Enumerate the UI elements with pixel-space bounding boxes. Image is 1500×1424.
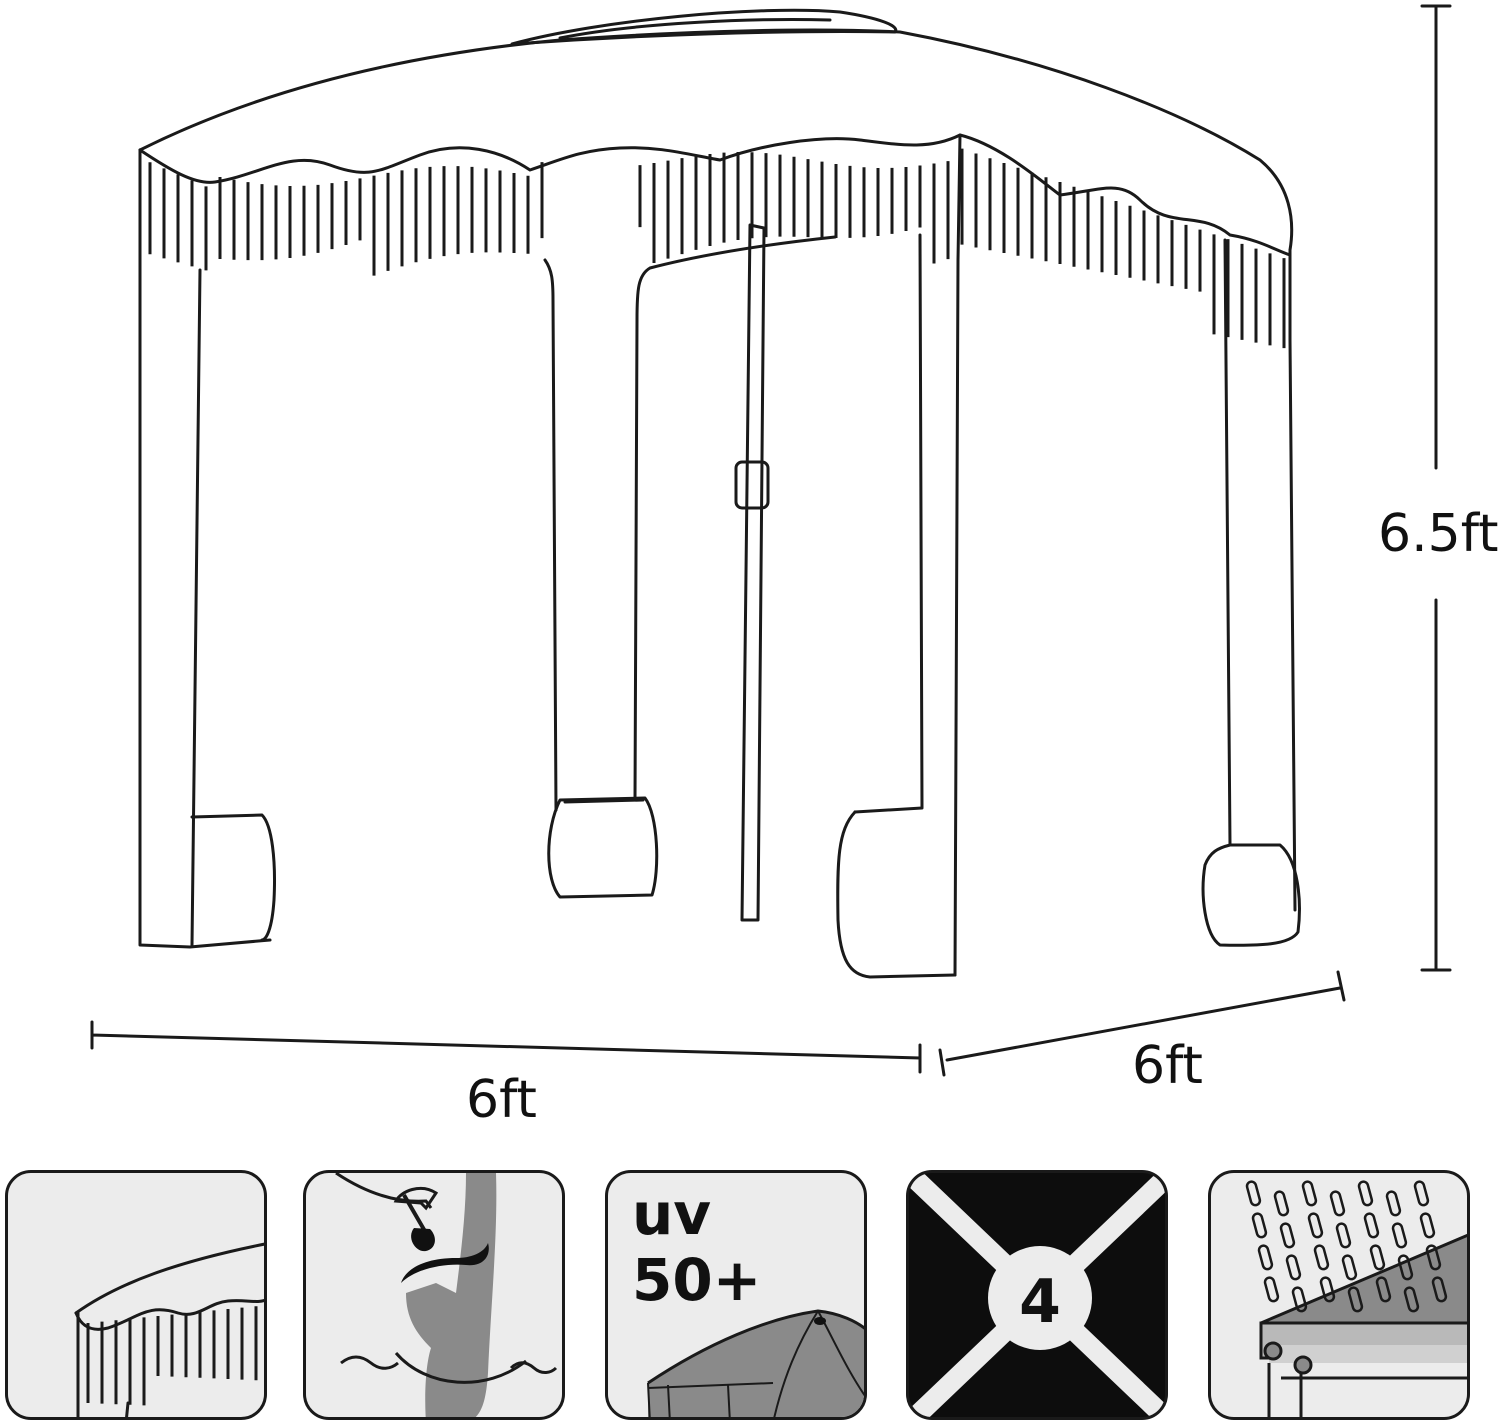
sandbag-front-right — [836, 810, 957, 979]
center-pole — [740, 223, 766, 922]
right-front-wall — [853, 233, 924, 814]
feature-waterproof — [1208, 1170, 1470, 1420]
sandbag-back-left — [547, 796, 659, 899]
sand-pocket-icon — [335, 1173, 558, 1417]
feature-fringe-canopy — [5, 1170, 267, 1420]
fringe-tassels — [148, 148, 1286, 349]
sandbag-front-left — [190, 813, 276, 942]
fringe-canopy-icon — [74, 1242, 264, 1417]
feature-four-sided: 4 — [906, 1170, 1168, 1420]
pole-clip — [734, 460, 770, 510]
four-sided-icon — [909, 1173, 1165, 1417]
canopy-valance — [138, 133, 1292, 257]
cabana-drawing — [90, 4, 1452, 1077]
door-frame — [633, 235, 837, 802]
sandbag-back-right — [1201, 843, 1301, 947]
height-dimension-line — [1420, 4, 1452, 972]
depth-label: 6ft — [1132, 1036, 1203, 1096]
left-wall — [138, 148, 272, 949]
uv-protection-icon — [647, 1309, 864, 1417]
uv-rating: 50+ — [632, 1246, 762, 1314]
back-panel-left — [543, 258, 558, 812]
height-label: 6.5ft — [1378, 504, 1499, 564]
width-dimension-line — [90, 1020, 922, 1074]
depth-dimension-line — [938, 970, 1346, 1077]
uv-label: uv — [632, 1180, 712, 1248]
side-count: 4 — [1019, 1267, 1061, 1337]
feature-sand-pocket — [303, 1170, 565, 1420]
width-label: 6ft — [466, 1070, 537, 1130]
waterproof-icon — [1245, 1180, 1467, 1417]
right-wall — [1288, 248, 1297, 912]
feature-uv-protection: uv 50+ — [605, 1170, 867, 1420]
canopy-vent — [510, 8, 898, 46]
rain-drops — [1245, 1180, 1448, 1313]
canopy-roof — [138, 28, 1294, 252]
